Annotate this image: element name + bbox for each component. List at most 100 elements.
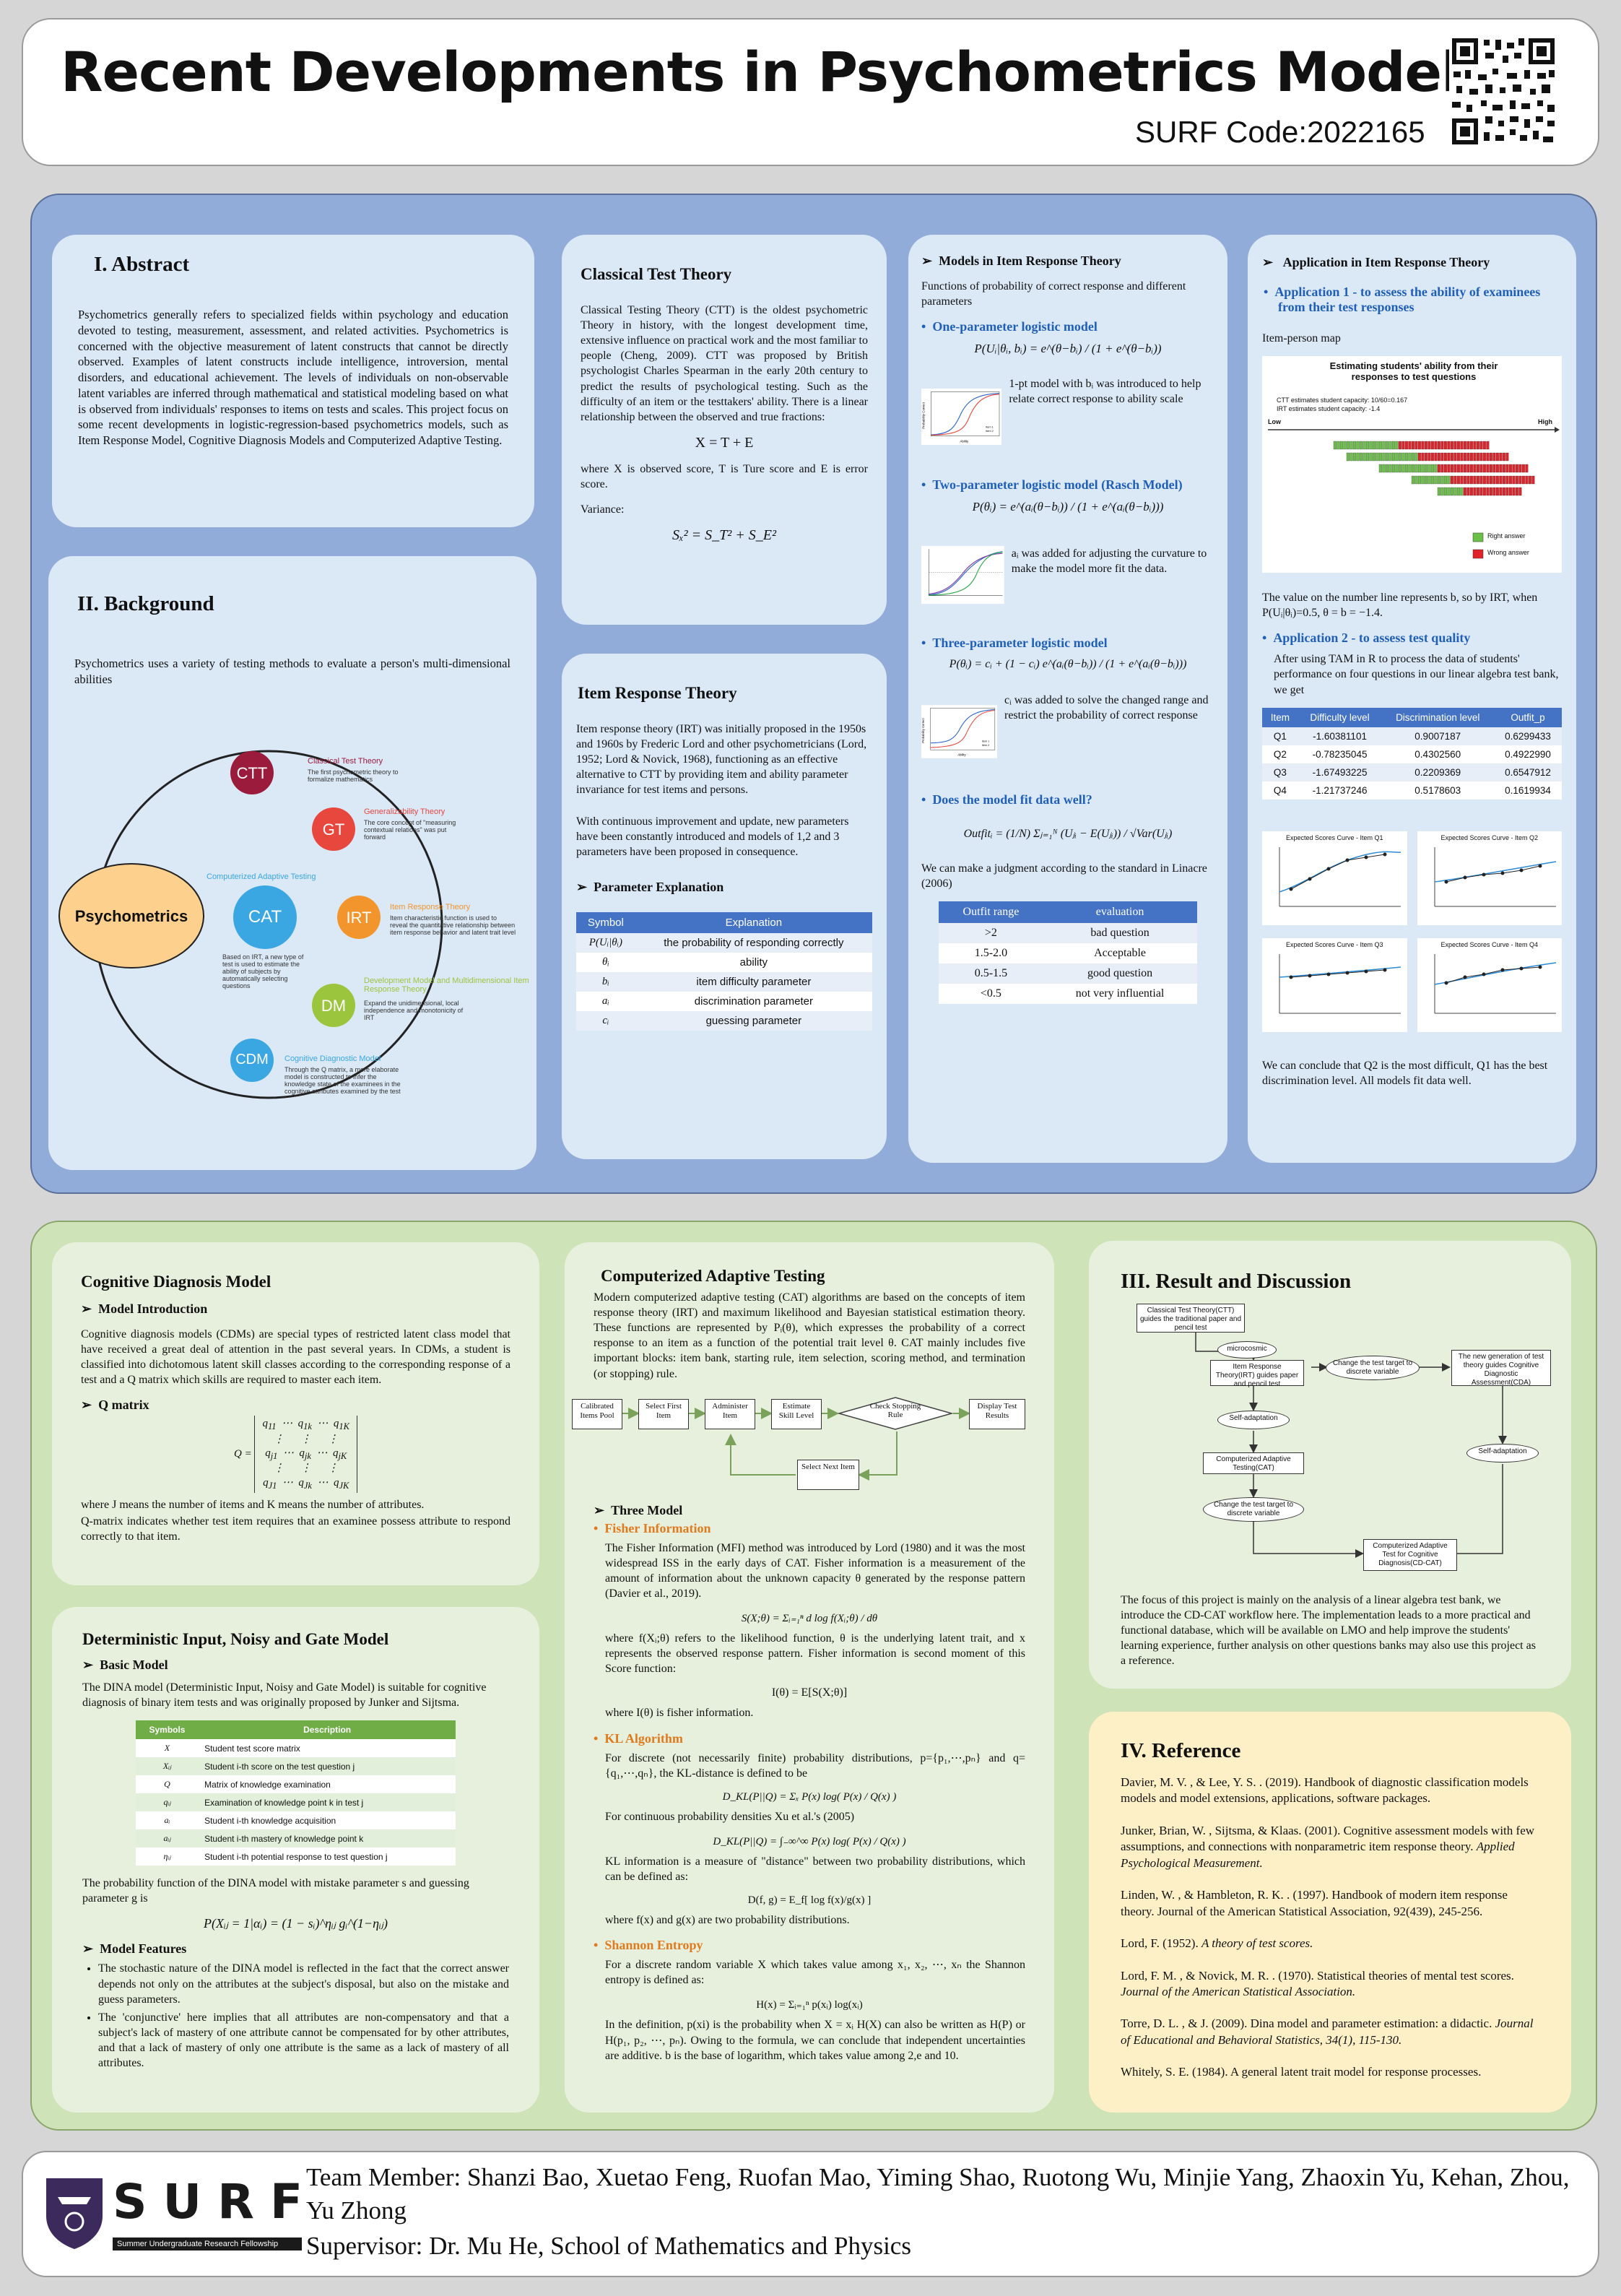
wrong-answer-block — [1492, 487, 1496, 496]
wrong-answer-block — [1401, 441, 1405, 450]
right-answer-block — [1359, 441, 1363, 450]
reference-journal: A theory of test scores. — [1201, 1936, 1313, 1951]
background-heading: II. Background — [77, 592, 214, 615]
table-cell: Student test score matrix — [199, 1739, 456, 1758]
wrong-answer-block — [1417, 452, 1421, 462]
flow-display-results: Display Test Results — [969, 1398, 1025, 1429]
right-answer-block — [1440, 487, 1444, 496]
node-cat-title: Computerized Adaptive Testing — [207, 872, 316, 881]
wrong-answer-block — [1482, 487, 1486, 496]
wrong-answer-block — [1502, 452, 1505, 462]
shannon-heading-text: Shannon Entropy — [604, 1938, 703, 1953]
ctt-formula-1: X = T + E — [695, 434, 754, 451]
right-answer-block — [1356, 452, 1360, 462]
application-heading-text: Application in Item Response Theory — [1282, 255, 1490, 269]
reference-text: Torre, D. L. , & J. (2009). Dina model a… — [1121, 2016, 1495, 2031]
wrong-answer-block — [1482, 452, 1486, 462]
ctt-text-2: where X is observed score, T is Ture sco… — [581, 462, 868, 490]
wrong-answer-block — [1505, 487, 1509, 496]
node-gt: GT — [322, 820, 345, 839]
table-cell: Q — [135, 1775, 199, 1794]
wrong-answer-block — [1489, 475, 1492, 485]
surf-code: SURF Code:2022165 — [1135, 115, 1425, 149]
wrong-answer-block — [1489, 464, 1492, 473]
table-cell: 0.4922990 — [1494, 745, 1562, 763]
flow-self-adaptation-2: Self-adaptation — [1466, 1444, 1539, 1463]
models-intro: Functions of probability of correct resp… — [921, 280, 1186, 308]
app2-text: After using TAM in R to process the data… — [1274, 653, 1559, 696]
right-answer-block — [1408, 464, 1412, 473]
dina-formula: P(Xᵢⱼ = 1|αᵢ) = (1 − sᵢ)^ηᵢⱼ gᵢ^(1−ηᵢⱼ) — [203, 1916, 388, 1931]
right-answer-block — [1352, 452, 1356, 462]
wrong-answer-block — [1512, 475, 1516, 485]
right-answer-block — [1450, 487, 1453, 496]
table-cell: bᵢ — [576, 971, 635, 992]
wrong-answer-block — [1476, 487, 1479, 496]
wrong-answer-block — [1440, 464, 1444, 473]
wrong-answer-block — [1476, 441, 1479, 450]
wrong-answer-block — [1421, 452, 1425, 462]
right-answer-block — [1391, 464, 1395, 473]
result-heading: III. Result and Discussion — [1121, 1270, 1352, 1293]
wrong-answer-block — [1443, 441, 1447, 450]
kl-heading-text: KL Algorithm — [604, 1730, 683, 1746]
wrong-answer-block — [1463, 464, 1466, 473]
right-answer-block — [1427, 464, 1431, 473]
right-answer-block — [1333, 441, 1337, 450]
wrong-answer-block — [1486, 475, 1490, 485]
reference-text: Whitely, S. E. (1984). A general latent … — [1121, 2065, 1482, 2079]
node-cat-desc: Based on IRT, a new type of test is used… — [222, 953, 304, 989]
right-answer-block — [1417, 475, 1421, 485]
wrong-answer-block — [1463, 452, 1466, 462]
footer-banner: SURF Summer Undergraduate Research Fello… — [22, 2151, 1599, 2277]
fisher-heading-text: Fisher Information — [604, 1520, 711, 1535]
app2-heading-text: Application 2 - to assess test quality — [1273, 631, 1471, 646]
right-answer-block — [1427, 475, 1431, 485]
q-matrix-heading: ➢ Q matrix — [81, 1398, 149, 1413]
quality-table: Item Difficulty level Discrimination lev… — [1262, 707, 1562, 800]
result-card: III. Result and Discussion Classical Tes… — [1089, 1241, 1571, 1689]
reference-item: Whitely, S. E. (1984). A general latent … — [1121, 2064, 1539, 2080]
node-ctt: CTT — [236, 764, 268, 782]
dina-col-description: Description — [199, 1720, 456, 1740]
table-cell: cᵢ — [576, 1010, 635, 1031]
two-pl-chart — [921, 546, 1004, 605]
dina-basic-text: The DINA model (Deterministic Input, Noi… — [82, 1681, 487, 1710]
one-pl-formula: P(Uᵢ|θᵢ, bᵢ) = e^(θ−bᵢ) / (1 + e^(θ−bᵢ)) — [974, 342, 1162, 356]
table-cell: item difficulty parameter — [635, 971, 872, 992]
table-cell: 0.6547912 — [1494, 763, 1562, 781]
flow-self-adaptation-1: Self-adaptation — [1217, 1411, 1290, 1429]
qr-code-icon — [1449, 35, 1557, 147]
wrong-answer-block — [1463, 441, 1466, 450]
wrong-answer-block — [1499, 487, 1503, 496]
right-answer-block — [1401, 452, 1405, 462]
node-ctt-title: Classical Test Theory — [308, 757, 383, 766]
cat-heading: Computerized Adaptive Testing — [601, 1267, 825, 1285]
node-ctt-desc: The first psychometric theory to formali… — [308, 768, 399, 783]
wrong-answer-block — [1430, 441, 1434, 450]
right-answer-block — [1369, 441, 1373, 450]
reference-text: Lord, F. M. , & Novick, M. R. . (1970). … — [1121, 1968, 1514, 1983]
application-card: ➢ Application in Item Response Theory • … — [1248, 235, 1576, 1163]
right-answer-block — [1391, 441, 1395, 450]
right-answer-block — [1352, 441, 1356, 450]
wrong-answer-block — [1440, 441, 1444, 450]
right-answer-block — [1385, 464, 1389, 473]
wrong-answer-block — [1443, 452, 1447, 462]
wrong-answer-block — [1479, 487, 1483, 496]
three-pl-heading: • Three-parameter logistic model — [921, 636, 1108, 651]
wrong-answer-block — [1482, 475, 1486, 485]
wrong-answer-block — [1515, 464, 1518, 473]
reference-item: Lord, F. M. , & Novick, M. R. . (1970). … — [1121, 1968, 1539, 2001]
wrong-answer-block — [1521, 464, 1525, 473]
right-answer-block — [1443, 487, 1447, 496]
ctt-text-1: Classical Testing Theory (CTT) is the ol… — [581, 304, 868, 423]
right-answer-block — [1414, 464, 1418, 473]
wrong-answer-block — [1531, 475, 1535, 485]
right-answer-block — [1398, 464, 1401, 473]
wrong-answer-block — [1456, 452, 1460, 462]
